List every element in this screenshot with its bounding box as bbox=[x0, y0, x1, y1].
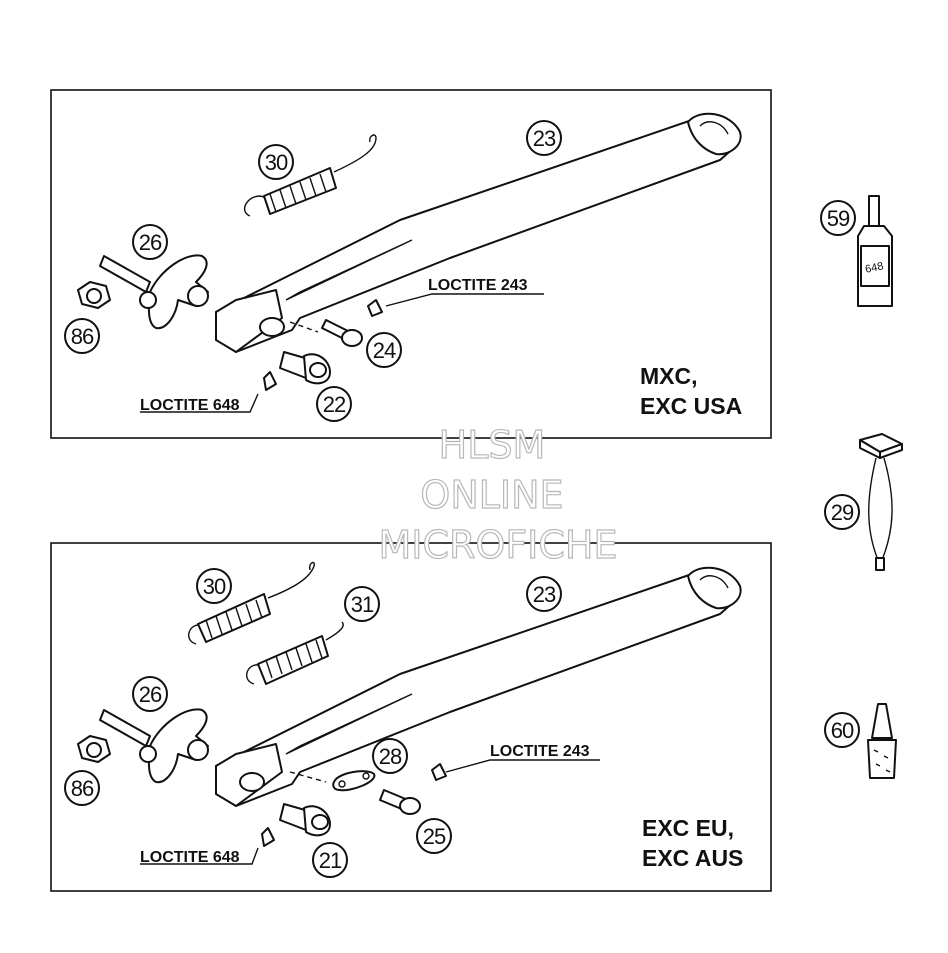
callout-29: 29 bbox=[824, 494, 860, 530]
svg-text:26: 26 bbox=[139, 230, 162, 255]
pivot-bracket bbox=[99, 708, 209, 784]
watermark: HLSM ONLINE MICROFICHE bbox=[378, 422, 618, 567]
callout-23: 23 bbox=[526, 576, 562, 612]
bottle-text: 648 bbox=[864, 260, 884, 276]
assembly-tool bbox=[859, 433, 903, 571]
callout-59: 59 bbox=[820, 200, 856, 236]
loctite-648-label: LOCTITE 648 bbox=[140, 849, 240, 866]
svg-text:ONLINE: ONLINE bbox=[420, 473, 563, 517]
svg-text:26: 26 bbox=[139, 682, 162, 707]
loctite-243-label: LOCTITE 243 bbox=[428, 277, 528, 294]
svg-text:23: 23 bbox=[533, 582, 556, 607]
loctite-243-label: LOCTITE 243 bbox=[490, 743, 590, 760]
svg-text:29: 29 bbox=[831, 500, 854, 525]
variant-label-line2: EXC USA bbox=[640, 393, 742, 419]
panel-mxc-exc-usa: 30 23 26 86 24 22 LOCTITE 243 LOCTITE 64… bbox=[50, 89, 772, 439]
svg-text:30: 30 bbox=[265, 150, 288, 175]
svg-text:24: 24 bbox=[373, 338, 396, 363]
screw bbox=[379, 763, 447, 815]
nut bbox=[77, 281, 111, 309]
callout-28: 28 bbox=[372, 738, 408, 774]
callout-23: 23 bbox=[526, 120, 562, 156]
svg-text:86: 86 bbox=[71, 324, 94, 349]
callout-25: 25 bbox=[416, 818, 452, 854]
svg-text:25: 25 bbox=[423, 824, 446, 849]
callout-21: 21 bbox=[312, 842, 348, 878]
spring bbox=[187, 561, 316, 645]
callout-26: 26 bbox=[132, 224, 168, 260]
svg-text:MICROFICHE: MICROFICHE bbox=[378, 523, 617, 567]
plate bbox=[289, 770, 376, 792]
callout-86: 86 bbox=[64, 770, 100, 806]
svg-text:HLSM: HLSM bbox=[439, 423, 546, 467]
loctite-tube bbox=[867, 703, 897, 779]
svg-text:86: 86 bbox=[71, 776, 94, 801]
svg-text:31: 31 bbox=[351, 592, 374, 617]
variant-label-line1: EXC EU, bbox=[642, 815, 734, 841]
loctite-648-label: LOCTITE 648 bbox=[140, 397, 240, 414]
panel-exc-eu-aus: 30 31 23 26 28 86 25 21 LOCTI bbox=[50, 542, 772, 892]
variant-label-line2: EXC AUS bbox=[642, 845, 743, 871]
callout-60: 60 bbox=[824, 712, 860, 748]
side-parts: 648 59 29 60 bbox=[820, 195, 903, 779]
callout-24: 24 bbox=[366, 332, 402, 368]
svg-text:21: 21 bbox=[319, 848, 342, 873]
svg-text:60: 60 bbox=[831, 718, 854, 743]
variant-label-line1: MXC, bbox=[640, 363, 698, 389]
callout-30: 30 bbox=[196, 568, 232, 604]
svg-text:22: 22 bbox=[323, 392, 346, 417]
screw bbox=[289, 299, 383, 347]
callout-31: 31 bbox=[344, 586, 380, 622]
spring bbox=[243, 134, 377, 217]
callout-86: 86 bbox=[64, 318, 100, 354]
side-stand bbox=[215, 112, 742, 353]
svg-text:28: 28 bbox=[379, 744, 402, 769]
svg-text:30: 30 bbox=[203, 574, 226, 599]
loctite-bottle: 648 bbox=[857, 195, 893, 307]
side-stand bbox=[215, 566, 742, 807]
nut bbox=[77, 735, 111, 763]
bolt bbox=[263, 351, 331, 391]
svg-text:59: 59 bbox=[827, 206, 850, 231]
spring bbox=[245, 621, 344, 685]
callout-22: 22 bbox=[316, 386, 352, 422]
callout-30: 30 bbox=[258, 144, 294, 180]
bolt bbox=[261, 803, 331, 847]
pivot-bracket bbox=[99, 254, 209, 330]
callout-26: 26 bbox=[132, 676, 168, 712]
svg-text:23: 23 bbox=[533, 126, 556, 151]
